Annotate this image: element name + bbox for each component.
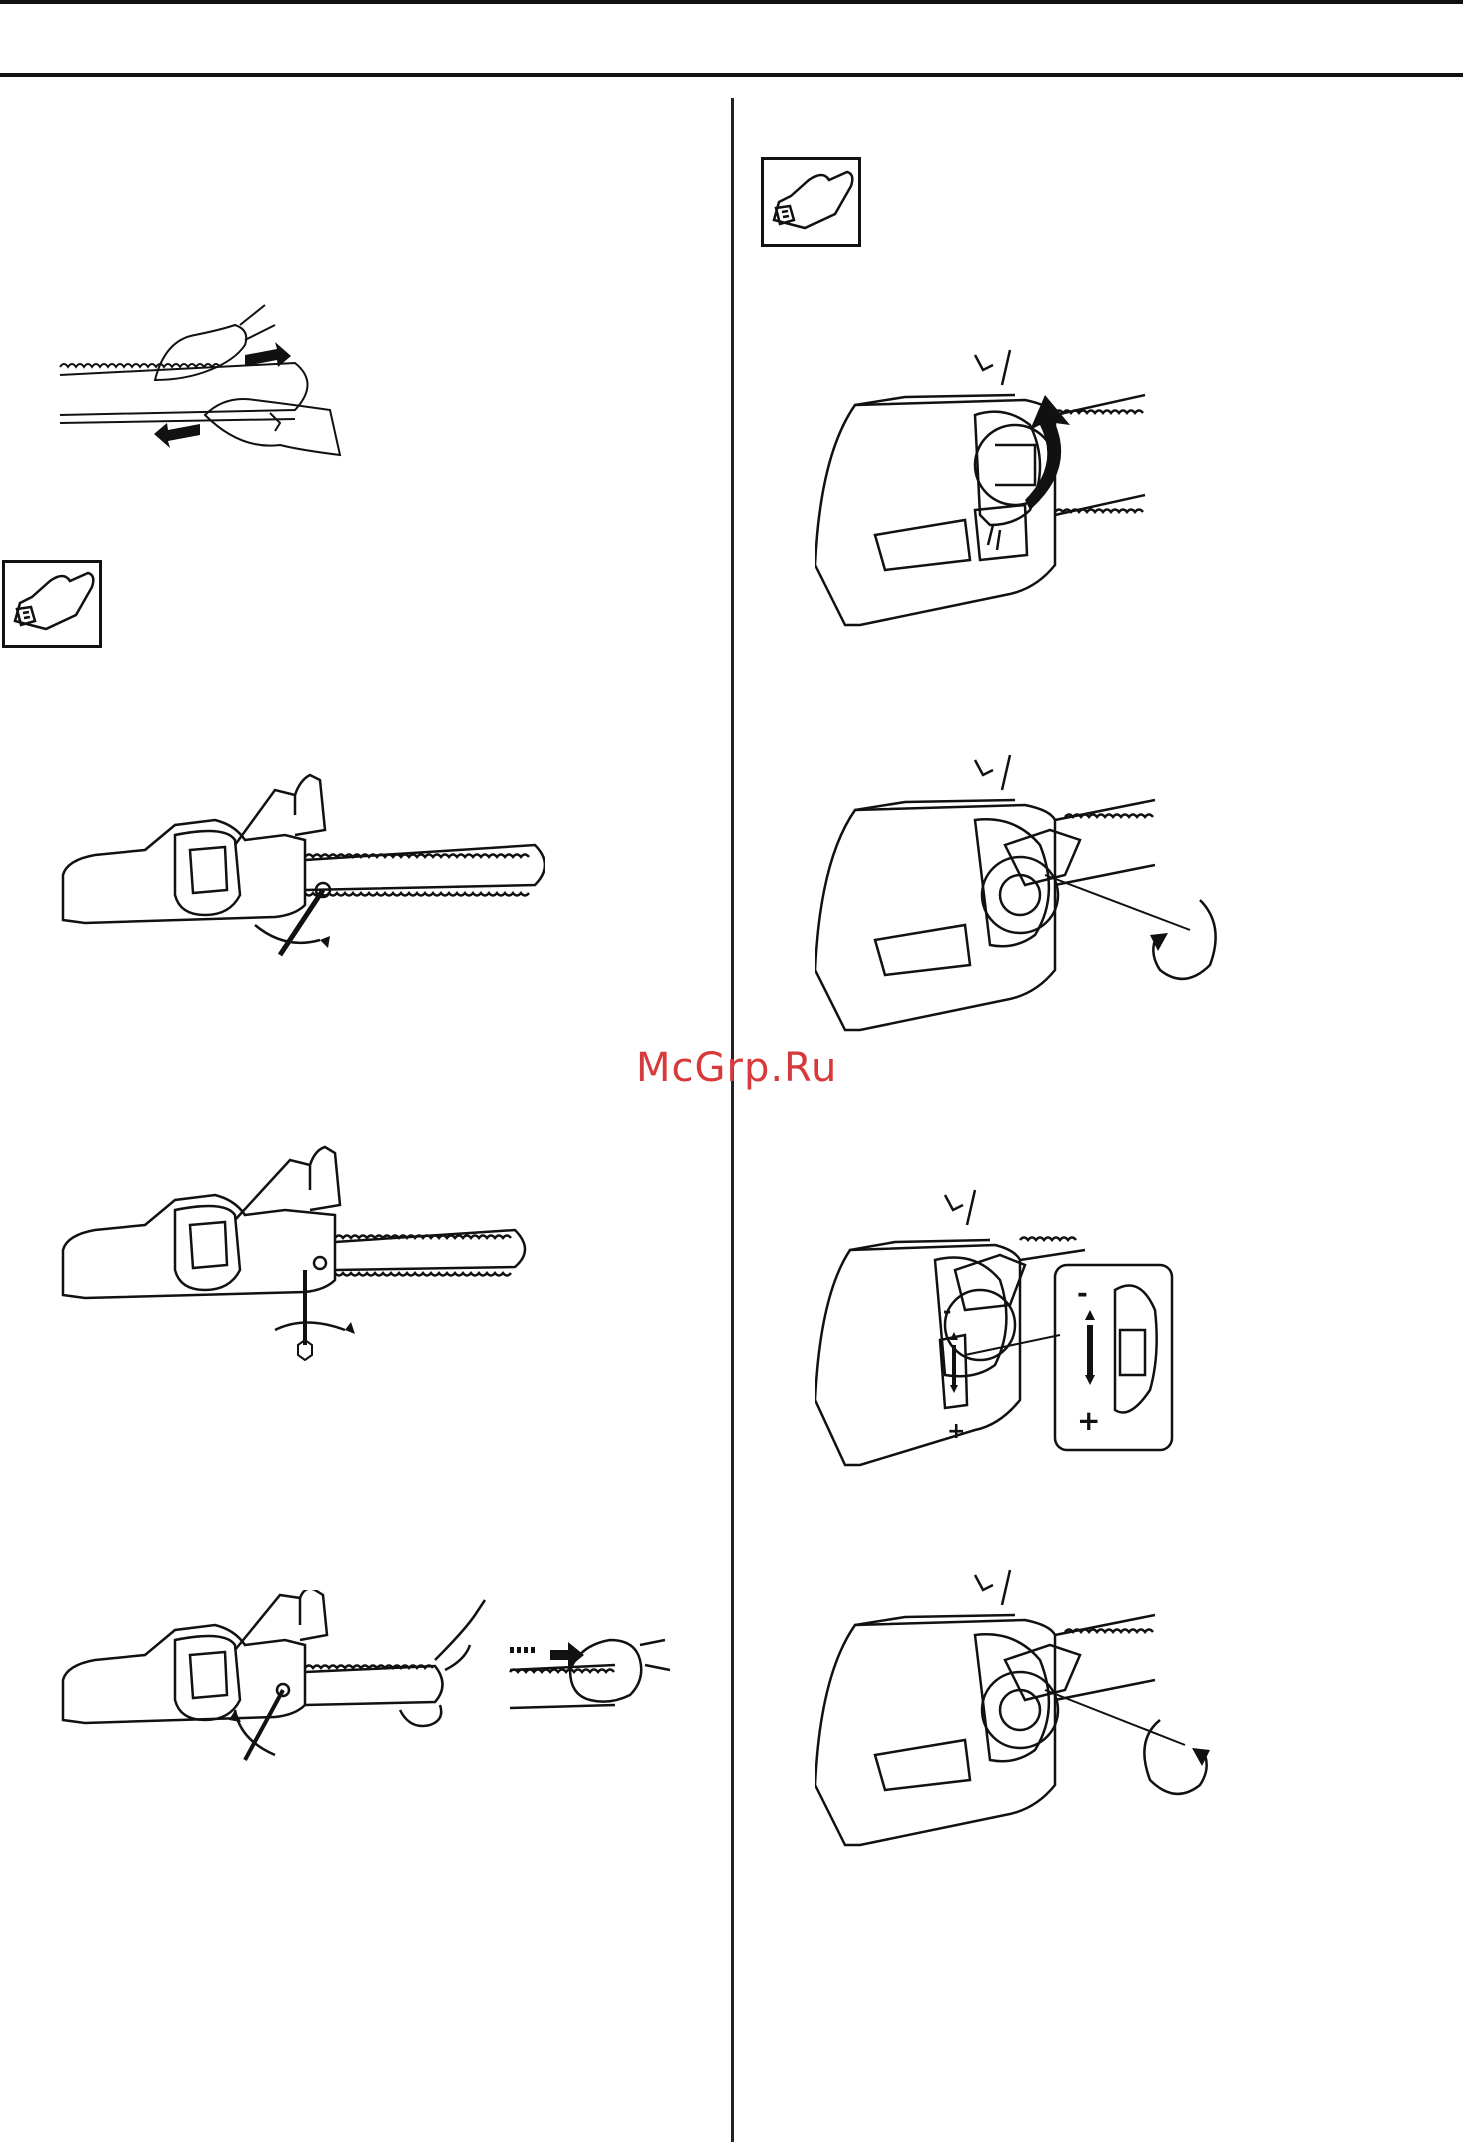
plus-sign: + — [947, 1419, 965, 1444]
protective-gloves-icon — [761, 157, 861, 247]
chainsaw-tighten-and-check-illustration — [55, 1590, 675, 1770]
hands-pulling-chain-illustration — [55, 285, 345, 485]
tension-knob-tighten-illustration — [815, 1555, 1235, 1855]
watermark-text: McGrp.Ru — [636, 1045, 837, 1091]
plus-sign-detail: + — [1077, 1404, 1100, 1437]
chainsaw-tensioning-screw-illustration — [55, 1145, 545, 1375]
top-rule — [0, 0, 1463, 4]
tension-knob-loosen-illustration — [815, 745, 1235, 1035]
tension-knob-fold-out-illustration — [815, 335, 1175, 635]
minus-sign-detail: - — [1077, 1279, 1088, 1309]
protective-gloves-icon — [2, 560, 102, 648]
minus-sign: - — [943, 1299, 951, 1323]
chainsaw-loosen-bar-nut-illustration — [55, 765, 545, 965]
header-rule — [0, 73, 1463, 77]
column-divider — [731, 98, 734, 2142]
tension-wheel-adjust-illustration: - + - + — [815, 1180, 1185, 1470]
